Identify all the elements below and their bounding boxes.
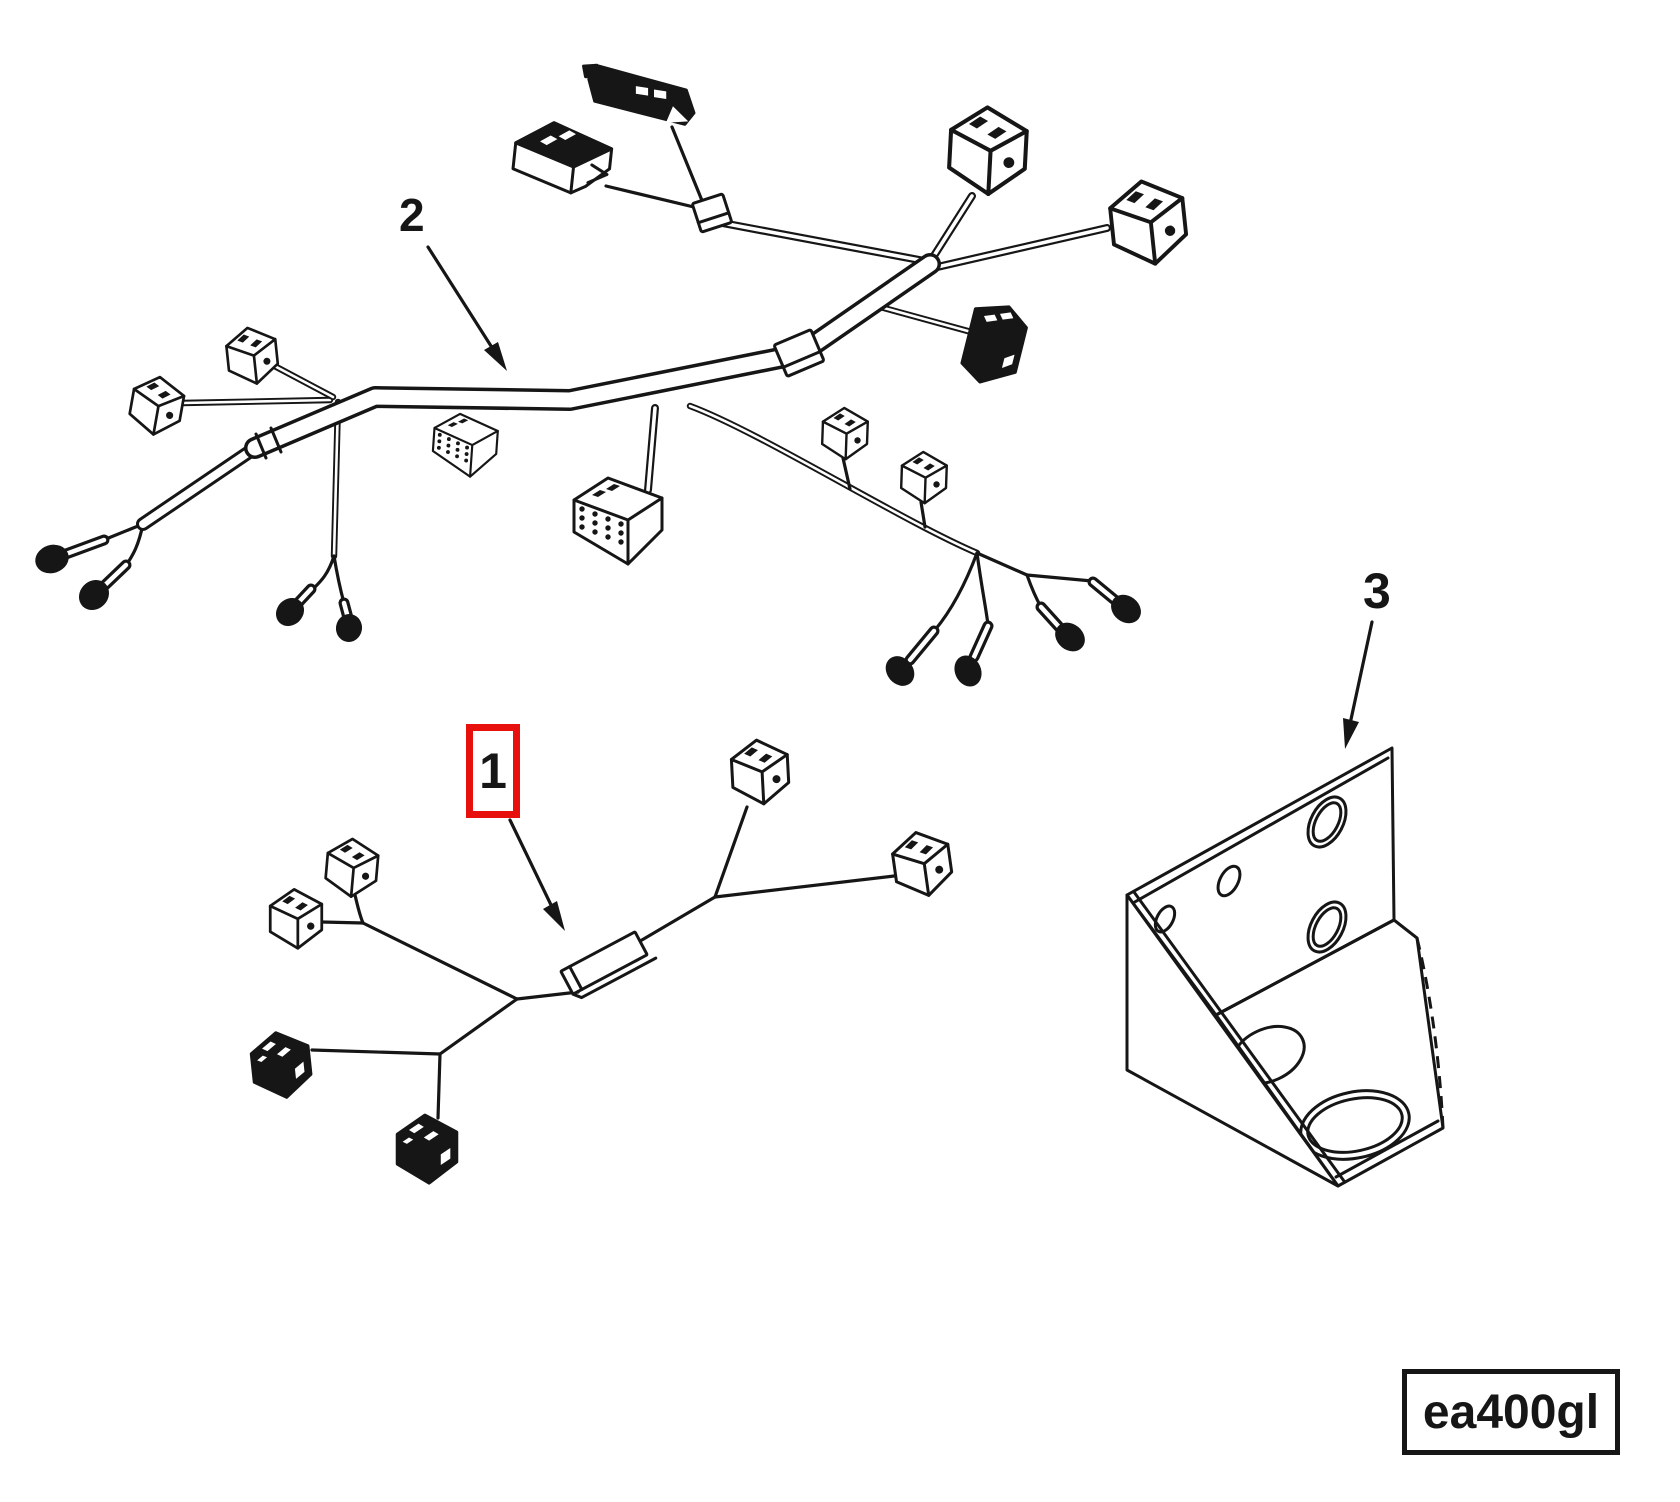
arrow-line <box>508 818 554 909</box>
callout-label-2[interactable]: 2 <box>399 189 425 241</box>
figure-code-text: ea400gl <box>1422 1385 1600 1439</box>
arrow-line <box>1348 620 1374 726</box>
connector-icons <box>125 63 1191 566</box>
bracket-holes <box>1153 795 1348 954</box>
figure-code-box: ea400gl <box>1402 1369 1620 1455</box>
connector-icon <box>820 406 870 462</box>
multipin-connector-icon <box>430 411 500 480</box>
main-harness-drawing <box>35 63 1191 687</box>
highlighted-harness-drawing <box>247 737 956 1185</box>
dark-top-connector-icon <box>511 121 614 195</box>
arrow-line <box>426 245 493 348</box>
callout-arrows <box>426 245 1374 931</box>
dark-connector-icon <box>960 305 1028 384</box>
connector-icon <box>125 371 188 440</box>
harness-branch-wires <box>104 125 1111 632</box>
connector-icon <box>888 826 956 902</box>
ring-terminal-group <box>35 534 1141 687</box>
harness-wires <box>310 805 896 1120</box>
connector-icon <box>948 106 1028 196</box>
arrow-head <box>484 342 507 371</box>
callout-label-1: 1 <box>479 743 507 799</box>
clip-icon <box>691 192 733 234</box>
callout-label-1-highlight-box[interactable]: 1 <box>466 724 520 818</box>
connector-icon <box>728 737 792 807</box>
dark-connector-icon <box>582 63 696 126</box>
dark-connector-icon <box>395 1113 459 1185</box>
arrow-head <box>1343 718 1359 749</box>
connector-icon <box>899 450 949 506</box>
connector-icon <box>268 888 324 950</box>
connector-icon <box>223 323 281 388</box>
arrow-head <box>543 901 565 931</box>
callout-label-3[interactable]: 3 <box>1363 563 1391 619</box>
clip-icon <box>773 328 825 378</box>
harness-trunk <box>136 253 941 531</box>
connector-icon <box>1105 175 1191 270</box>
bracket-edges <box>1131 756 1445 1183</box>
dark-connector-icon <box>247 1028 315 1103</box>
bracket-drawing <box>1125 746 1445 1188</box>
connector-icon <box>322 835 381 901</box>
harness-sleeve <box>559 930 658 1000</box>
